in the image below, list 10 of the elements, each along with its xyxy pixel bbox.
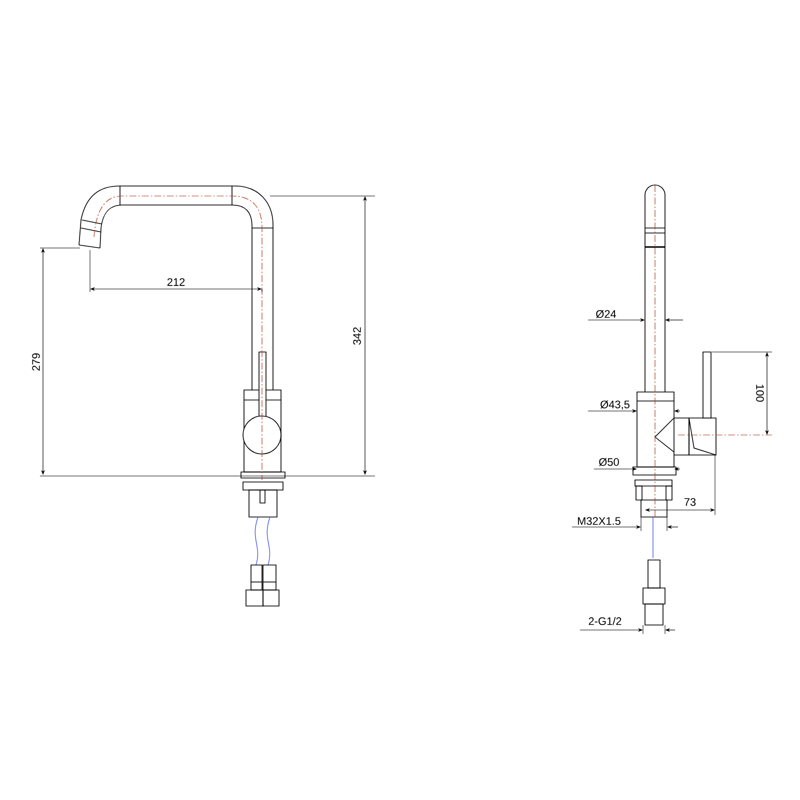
dimension-label: Ø43,5 — [600, 400, 630, 410]
dimension-label: 73 — [684, 498, 696, 506]
dimension-label: 2-G1/2 — [588, 616, 622, 626]
dimension-label: 342 — [353, 327, 361, 345]
dimension-label: Ø24 — [596, 310, 616, 318]
dimension-label: M32X1.5 — [578, 517, 620, 525]
dimension-label: 212 — [167, 278, 185, 286]
dimension-label: 279 — [32, 353, 40, 371]
dimension-label: Ø50 — [599, 458, 619, 466]
dimension-label: 100 — [756, 384, 764, 402]
